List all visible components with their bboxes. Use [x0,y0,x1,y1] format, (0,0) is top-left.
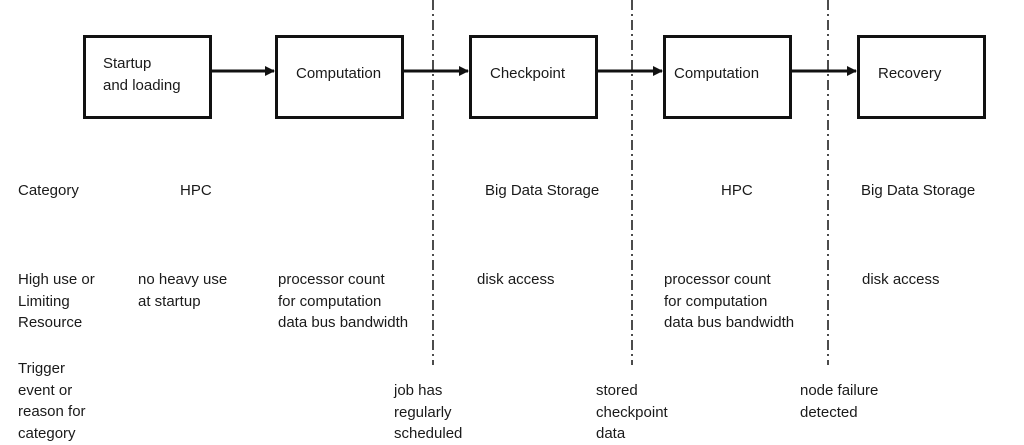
box-startup-and-loading: Startup and loading [83,35,212,119]
box-checkpoint: Checkpoint [469,35,598,119]
trigger-value-2: stored checkpoint data [596,382,668,442]
resource-value-3: disk access [477,271,555,288]
diagram-connectors [212,0,857,365]
resource-value-2: processor count for computation data bus… [278,271,409,331]
resource-value-1: no heavy use at startup [138,271,228,310]
box-computation-2: Computation [663,35,792,119]
box-recovery: Recovery [857,35,986,119]
resource-value-5: disk access [862,271,940,288]
category-value-2: Big Data Storage [485,182,600,199]
row-header-trigger: Trigger event or reason for category [18,360,86,442]
resource-value-4: processor count for computation data bus… [664,271,795,331]
category-value-1: HPC [180,182,212,199]
category-value-3: HPC [721,182,753,199]
trigger-value-1: job has regularly scheduled [394,382,463,442]
box-computation-1: Computation [275,35,404,119]
trigger-value-3: node failure detected [800,382,879,421]
category-value-4: Big Data Storage [861,182,976,199]
row-header-resource: High use or Limiting Resource [18,271,95,331]
row-header-category: Category [18,182,79,199]
